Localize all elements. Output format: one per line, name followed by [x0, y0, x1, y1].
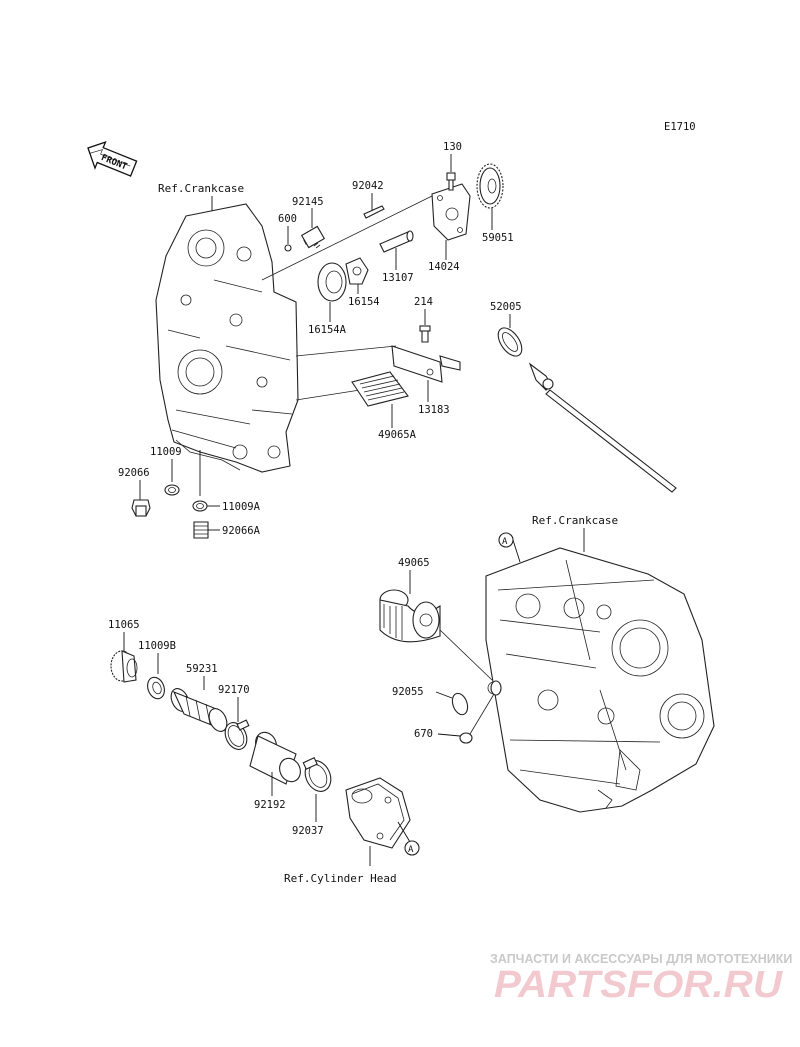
marker-a-top-icon: A — [498, 532, 514, 548]
label-16154: 16154 — [348, 296, 380, 308]
spring-92145 — [300, 225, 326, 249]
rotor-16154a — [317, 262, 347, 302]
dipstick-52005 — [497, 327, 677, 493]
ref-crankcase-top: Ref.Crankcase — [158, 182, 244, 195]
bolt-130 — [446, 172, 456, 191]
diagram-code: E1710 — [664, 121, 696, 133]
pipe-59231 — [170, 688, 228, 732]
seal-11065 — [110, 650, 138, 683]
crankcase-cover — [155, 203, 299, 473]
label-59051: 59051 — [482, 232, 514, 244]
label-92066: 92066 — [118, 467, 150, 479]
ref-crankcase-bottom: Ref.Crankcase — [532, 514, 618, 527]
plug-92066 — [131, 499, 151, 517]
hose-92192 — [249, 731, 301, 785]
label-214: 214 — [414, 296, 433, 308]
label-92042: 92042 — [352, 180, 384, 192]
label-49065: 49065 — [398, 557, 430, 569]
label-13183: 13183 — [418, 404, 450, 416]
crankcase-main — [485, 547, 715, 813]
svg-text:A: A — [502, 537, 508, 547]
watermark-logo: PARTSFOR.RU — [494, 964, 784, 1006]
plate-13183 — [391, 345, 461, 383]
label-49065a: 49065A — [378, 429, 417, 441]
label-16154a: 16154A — [308, 324, 347, 336]
plug-92066a — [193, 521, 209, 539]
label-11009: 11009 — [150, 446, 182, 458]
label-11009a: 11009A — [222, 501, 261, 513]
label-600: 600 — [278, 213, 297, 225]
label-92037: 92037 — [292, 825, 324, 837]
label-92055: 92055 — [392, 686, 424, 698]
gear-59051 — [476, 163, 504, 209]
clamp-92037 — [302, 757, 332, 792]
clamp-92170 — [224, 719, 250, 750]
label-14024: 14024 — [428, 261, 460, 273]
oil-filter-49065 — [379, 589, 441, 643]
label-13107: 13107 — [382, 272, 414, 284]
marker-a-bottom-icon: A — [404, 840, 420, 856]
svg-text:A: A — [408, 845, 414, 855]
label-52005: 52005 — [490, 301, 522, 313]
label-92145: 92145 — [292, 196, 324, 208]
rotor-16154 — [345, 257, 369, 285]
label-92192: 92192 — [254, 799, 286, 811]
label-92066a: 92066A — [222, 525, 261, 537]
ref-cylinder-head: Ref.Cylinder Head — [284, 872, 397, 885]
label-59231: 59231 — [186, 663, 218, 675]
front-arrow-icon: FRONT — [87, 141, 138, 177]
label-130: 130 — [443, 141, 462, 153]
screen-49065a — [351, 371, 409, 407]
cover-14024 — [431, 183, 471, 241]
label-92170: 92170 — [218, 684, 250, 696]
label-670: 670 — [414, 728, 433, 740]
oil-cover-housing — [345, 777, 411, 849]
watermark-tagline: ЗАПЧАСТИ И АКСЕССУАРЫ ДЛЯ МОТОТЕХНИКИ — [490, 952, 792, 966]
label-11009b: 11009B — [138, 640, 176, 652]
label-11065: 11065 — [108, 619, 140, 631]
